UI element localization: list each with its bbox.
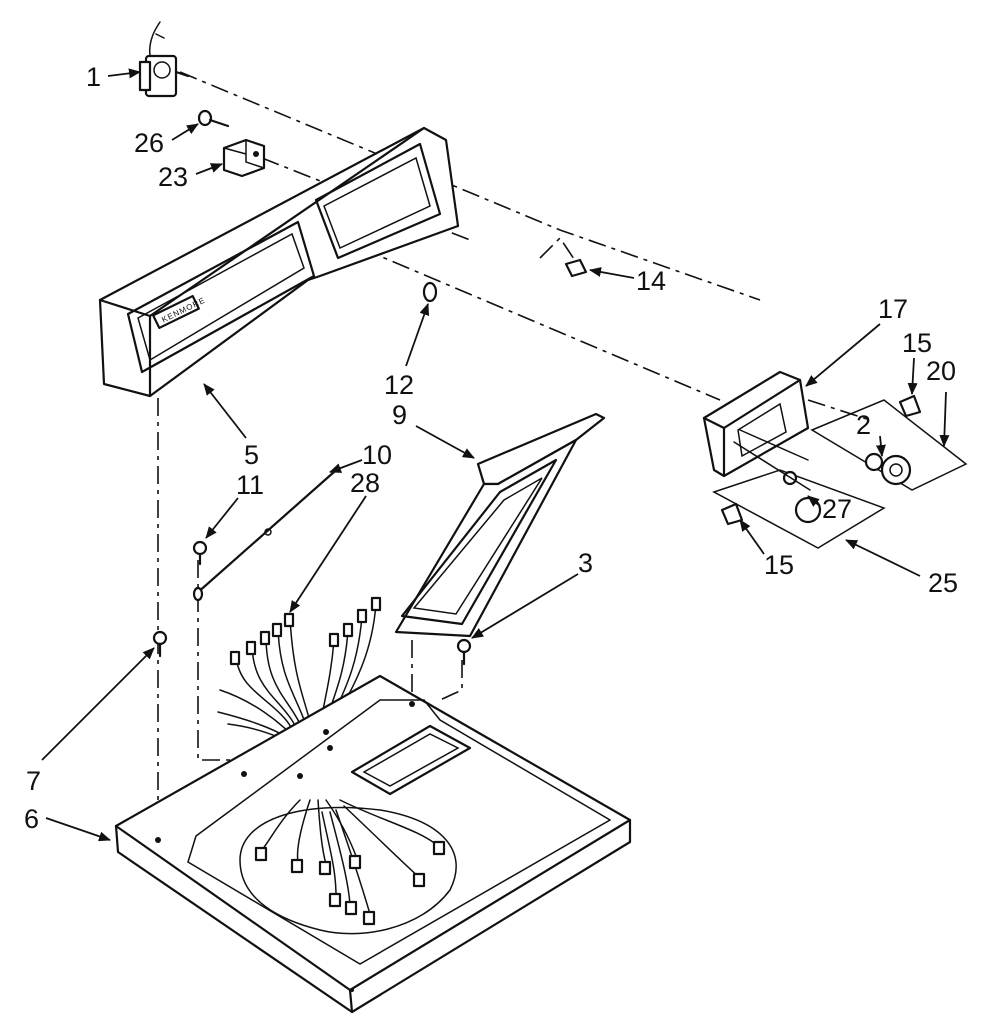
clip-14 [564, 258, 588, 278]
lower-harness [239, 799, 457, 935]
callout-17: 17 [878, 294, 908, 324]
console-panel: KENMORE [98, 126, 460, 398]
nut-12 [422, 281, 438, 303]
callout-6: 6 [24, 804, 39, 834]
panel-9 [394, 412, 606, 638]
callout-20: 20 [926, 356, 956, 386]
screws [152, 540, 472, 666]
knob-assembly [712, 394, 968, 549]
dryer-top [114, 674, 632, 1014]
callout-14: 14 [636, 266, 666, 296]
callout-11: 11 [236, 470, 264, 500]
callout-26: 26 [134, 128, 164, 158]
callout-leaders [41, 68, 950, 842]
callout-12: 12 [384, 370, 414, 400]
switch-23 [222, 138, 266, 178]
callout-10: 10 [362, 440, 392, 470]
callout-27: 27 [822, 494, 852, 524]
callout-1: 1 [86, 62, 101, 92]
callout-3: 3 [578, 548, 593, 578]
callout-25: 25 [928, 568, 958, 598]
end-bracket [702, 370, 810, 478]
rod-10 [192, 470, 336, 602]
assembly-lines [157, 71, 871, 840]
timer-motor [138, 21, 190, 98]
callout-labels: 1 26 23 14 12 5 17 15 20 2 27 15 25 9 10… [24, 62, 958, 834]
screw-26 [197, 109, 230, 128]
callout-2: 2 [856, 410, 871, 440]
callout-9: 9 [392, 400, 407, 430]
callout-15-top: 15 [902, 328, 932, 358]
callout-5: 5 [244, 440, 259, 470]
callout-7: 7 [26, 766, 41, 796]
callout-23: 23 [158, 162, 188, 192]
callout-15-bottom: 15 [764, 550, 794, 580]
callout-28: 28 [350, 468, 380, 498]
